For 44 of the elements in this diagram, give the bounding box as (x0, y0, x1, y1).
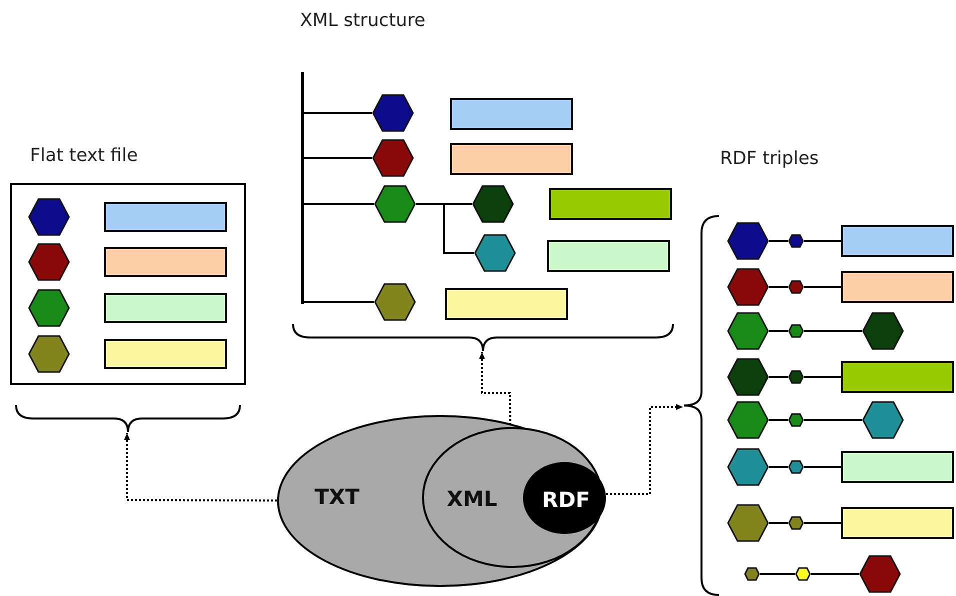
connector-line (804, 240, 841, 242)
set-label: TXT (314, 485, 360, 509)
connector-line (304, 157, 372, 159)
content-bar (547, 240, 670, 272)
connector-line (804, 522, 841, 524)
content-bar (841, 225, 954, 257)
connector-line (769, 240, 788, 242)
content-bar (549, 188, 672, 220)
connector-line (804, 466, 841, 468)
connector-line (804, 286, 841, 288)
content-bar (104, 202, 227, 232)
connector-line (769, 330, 788, 332)
content-bar (450, 143, 573, 175)
tree-trunk (301, 72, 304, 304)
content-bar (104, 247, 227, 277)
connector-line (304, 112, 372, 114)
connector-line (769, 286, 788, 288)
connector-line (804, 376, 841, 378)
content-bar (841, 507, 954, 539)
content-bar (841, 361, 954, 393)
connector-line (416, 203, 474, 254)
connector-line (811, 573, 859, 575)
connector-line (304, 203, 374, 205)
connector-line (804, 419, 862, 421)
dotted-arrow (124, 433, 277, 502)
set-label: XML (446, 487, 498, 511)
content-bar (104, 293, 227, 323)
connector-line (804, 330, 862, 332)
set-label: RDF (542, 488, 590, 512)
content-bar (104, 339, 227, 369)
content-bar (450, 98, 573, 130)
section-heading: XML structure (300, 10, 426, 31)
connector-line (304, 301, 374, 303)
connector-line (769, 522, 788, 524)
connector-line (769, 376, 788, 378)
connector-line (769, 466, 788, 468)
content-bar (841, 451, 954, 483)
section-heading: RDF triples (720, 148, 819, 169)
connector-line (760, 573, 795, 575)
connector-line (769, 419, 788, 421)
content-bar (445, 288, 568, 320)
content-bar (841, 271, 954, 303)
dotted-arrow (479, 352, 512, 425)
section-heading: Flat text file (30, 145, 138, 166)
